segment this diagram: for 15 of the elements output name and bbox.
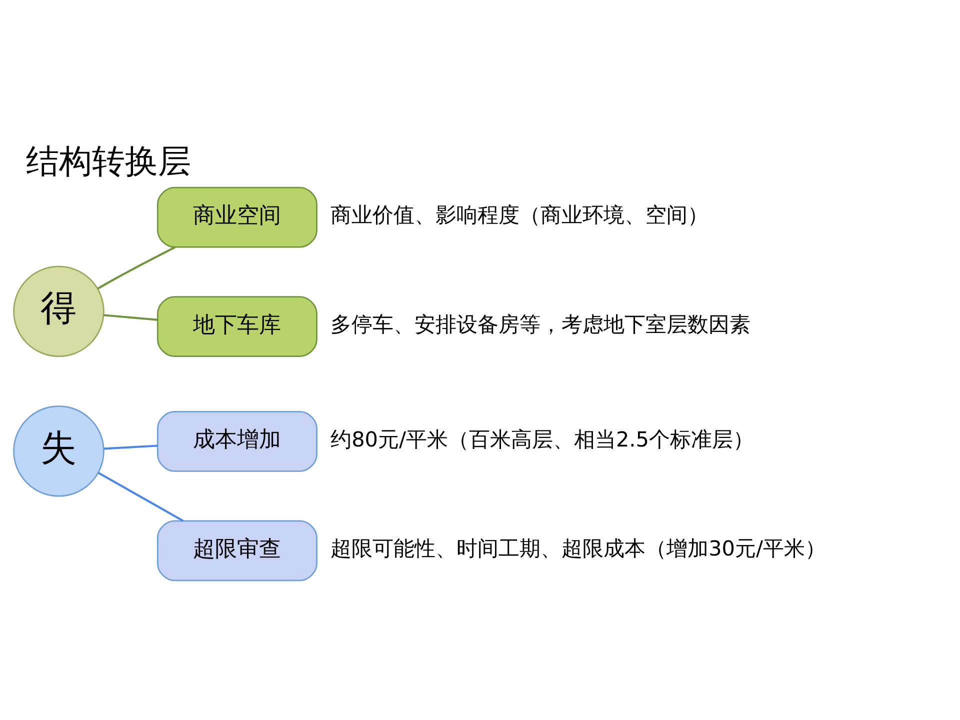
connector bbox=[103, 314, 158, 320]
connector bbox=[97, 246, 176, 289]
node-label: 多停车、安排设备房等，考虑地下室层数因素 bbox=[330, 312, 751, 336]
node-box: 成本增加 bbox=[156, 410, 318, 472]
node-circle: 失 bbox=[13, 404, 104, 496]
connector bbox=[98, 471, 184, 522]
node-box: 商业空间 bbox=[156, 186, 318, 248]
node-box: 地下车库 bbox=[156, 296, 318, 357]
node-label: 约80元/平米（百米高层、相当2.5个标准层） bbox=[330, 426, 754, 451]
node-box: 超限审查 bbox=[156, 520, 318, 581]
node-label: 超限可能性、时间工期、超限成本（增加30元/平米） bbox=[330, 536, 826, 560]
diagram-title: 结构转换层 bbox=[26, 141, 192, 180]
connector bbox=[104, 444, 158, 450]
node-label: 商业价值、影响程度（商业环境、空间） bbox=[330, 202, 709, 227]
node-circle: 得 bbox=[13, 265, 104, 357]
